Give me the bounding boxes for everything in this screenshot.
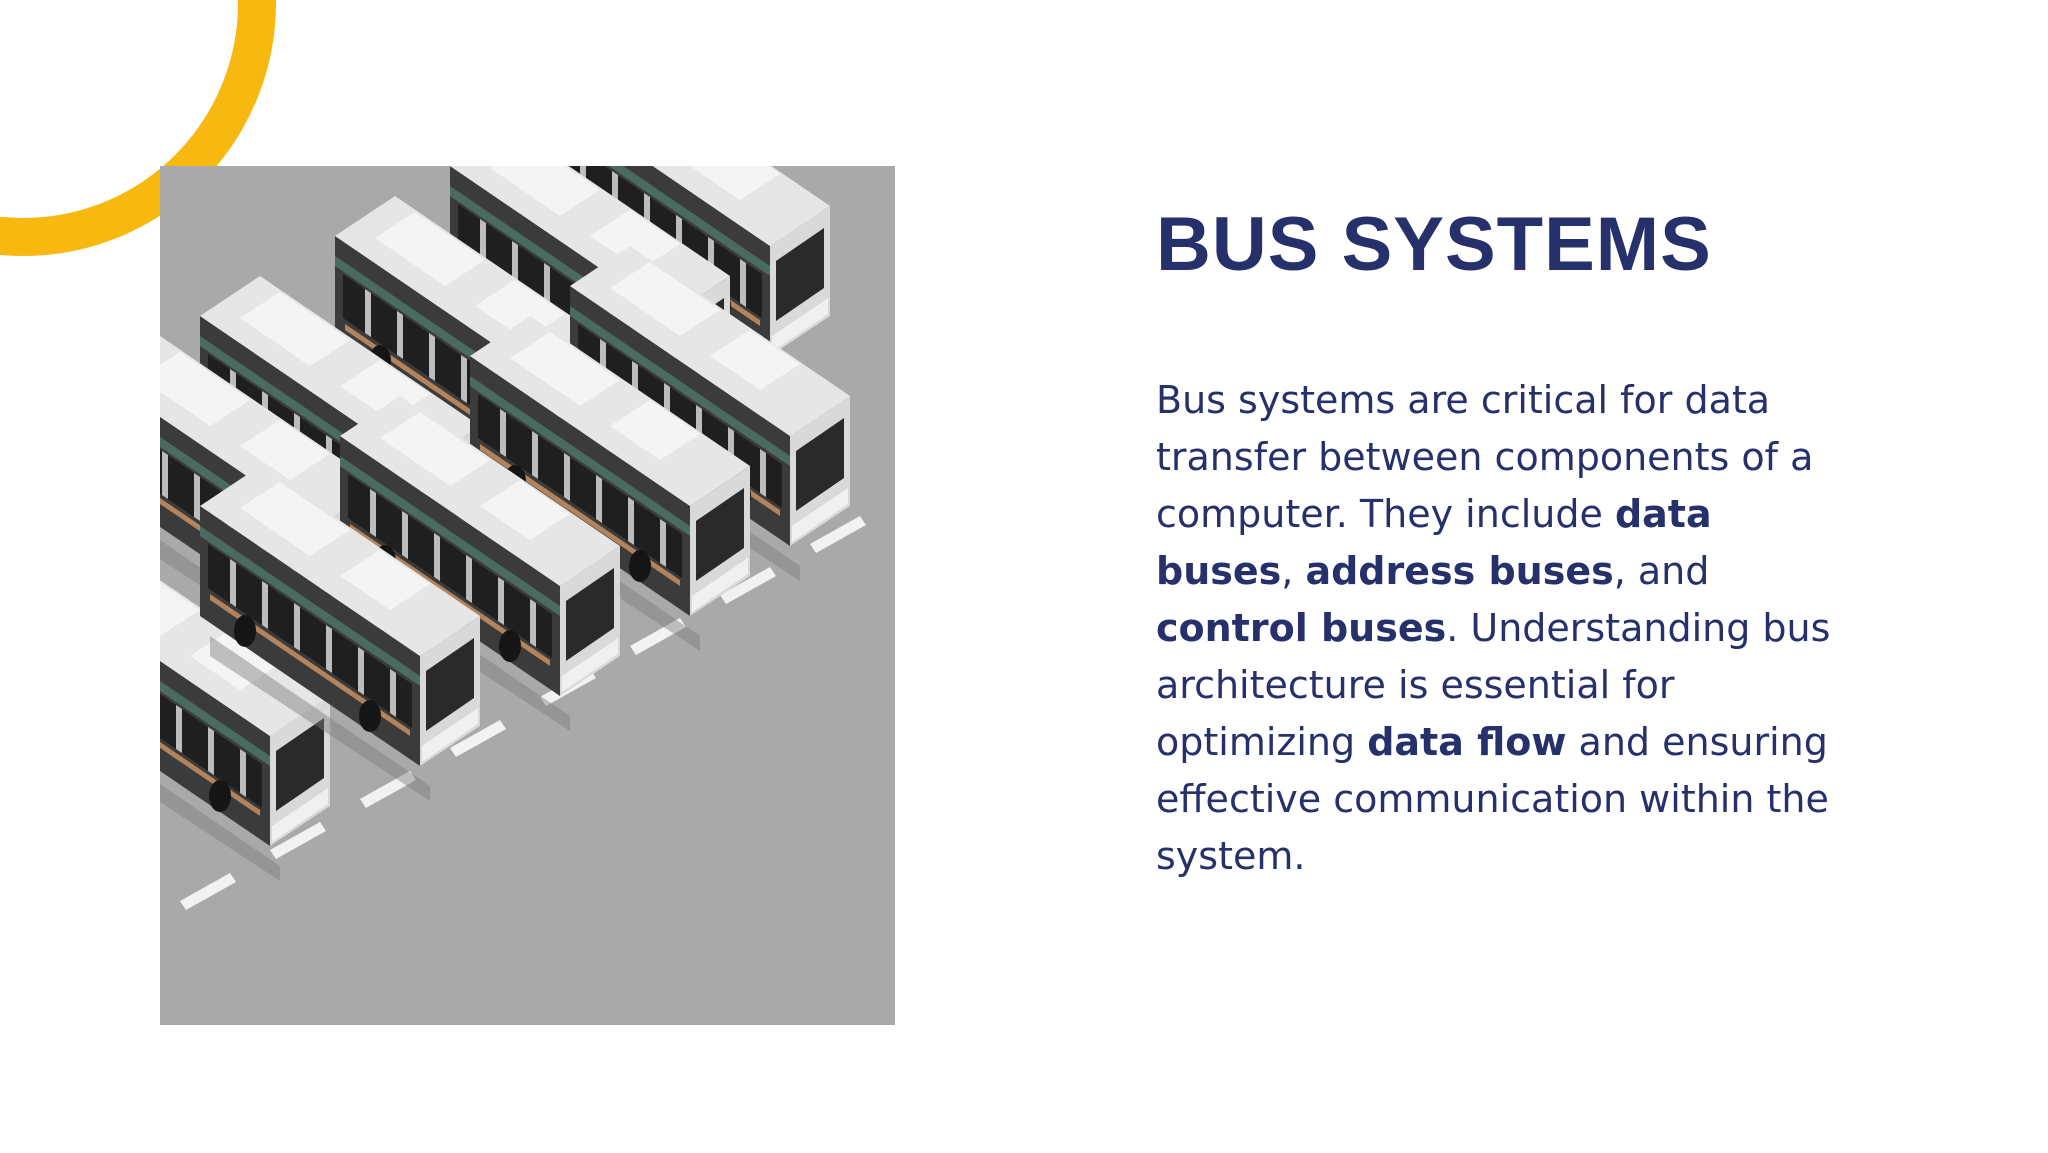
text-column: BUS SYSTEMS Bus systems are critical for… — [1156, 200, 1876, 885]
emphasis-control-buses: control buses — [1156, 606, 1447, 650]
emphasis-data-flow: data flow — [1367, 720, 1567, 764]
emphasis-data-buses: data buses — [1156, 492, 1712, 593]
emphasis-address-buses: address buses — [1305, 549, 1614, 593]
body-text: Bus systems are critical for data transf… — [1156, 378, 1814, 536]
bus-photo — [160, 166, 895, 1025]
body-text: , and — [1613, 549, 1710, 593]
bus-illustration — [160, 166, 895, 1025]
body-text: . Understanding bus architecture is esse… — [1156, 606, 1831, 764]
body-text: and ensuring effective communication wit… — [1156, 720, 1829, 878]
slide-title: BUS SYSTEMS — [1156, 202, 1712, 287]
body-text: , — [1281, 549, 1306, 593]
slide-body: Bus systems are critical for data transf… — [1156, 372, 1836, 885]
